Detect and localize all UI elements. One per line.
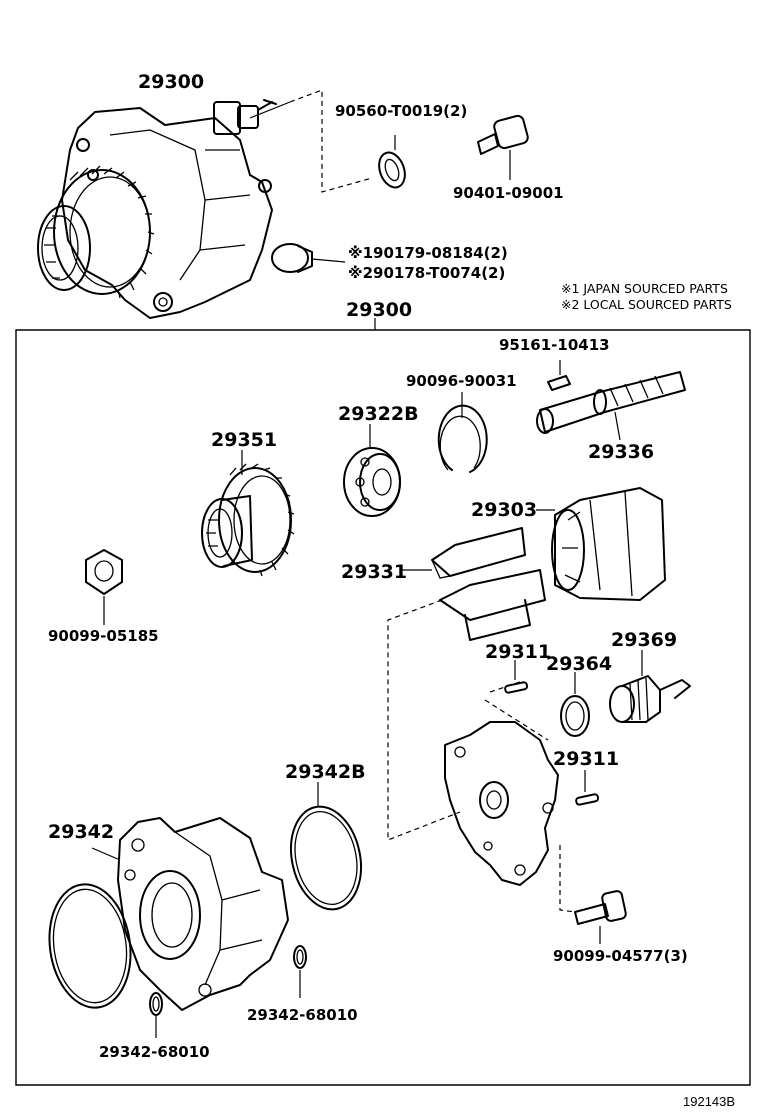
exploded-view-frame: [15, 329, 751, 1086]
o-ring-29342-68010-a-drawing: [293, 945, 307, 998]
label-29342-68010-b: 29342-68010: [99, 1043, 210, 1061]
label-90560: 90560-T0019(2): [335, 102, 467, 120]
label-29311-a: 29311: [485, 641, 551, 663]
pin-29311-b-drawing: [575, 770, 600, 806]
diagram-reference-number: 192143B: [683, 1094, 735, 1109]
key-95161-drawing: [547, 360, 571, 391]
note-local-sourced: ※2 LOCAL SOURCED PARTS: [561, 297, 732, 312]
label-29311-b: 29311: [553, 748, 619, 770]
o-ring-29364-drawing: [560, 672, 590, 737]
label-95161: 95161-10413: [499, 336, 610, 354]
snap-ring-90096-drawing: [437, 392, 488, 473]
label-29303: 29303: [471, 499, 537, 521]
vacuum-pump-assembly-drawing: [37, 99, 277, 319]
o-ring-29342-68010-b-drawing: [149, 992, 163, 1038]
plug-90179-drawing: [271, 243, 346, 273]
valve-29369-drawing: [609, 650, 691, 723]
label-90096: 90096-90031: [406, 372, 517, 390]
pin-29311-a-drawing: [504, 660, 529, 694]
label-assy-top: 29300: [138, 71, 204, 93]
pump-housing-drawing: [91, 817, 289, 1011]
label-90099-04577: 90099-04577(3): [553, 947, 688, 965]
rotor-29303-drawing: [536, 487, 666, 601]
label-29364: 29364: [546, 653, 612, 675]
shaft-29336-drawing: [536, 371, 686, 441]
label-90401: 90401-09001: [453, 184, 564, 202]
o-ring-29342b-drawing: [290, 782, 362, 911]
o-ring-29342-drawing: [48, 883, 132, 1009]
bearing-29322b-drawing: [343, 424, 401, 517]
label-90099-05185: 90099-05185: [48, 627, 159, 645]
label-90179: ※190179-08184(2): [348, 244, 508, 262]
label-29351: 29351: [211, 429, 277, 451]
bolt-90401-drawing: [477, 114, 529, 180]
label-29342: 29342: [48, 821, 114, 843]
end-cover-drawing: [444, 721, 559, 886]
label-29331: 29331: [341, 561, 407, 583]
bolt-90099-04577-drawing: [574, 890, 627, 944]
label-29342b: 29342B: [285, 761, 366, 783]
note-japan-sourced: ※1 JAPAN SOURCED PARTS: [561, 281, 728, 296]
washer-90560-drawing: [378, 135, 406, 189]
gear-29351-drawing: [201, 450, 295, 577]
label-assy-box: 29300: [346, 299, 412, 321]
label-29342-68010-a: 29342-68010: [247, 1006, 358, 1024]
vane-29331-drawing: [402, 527, 546, 641]
label-29322b: 29322B: [338, 403, 419, 425]
label-29369: 29369: [611, 629, 677, 651]
label-90178: ※290178-T0074(2): [348, 264, 505, 282]
nut-90099-05185-drawing: [85, 549, 123, 625]
label-29336: 29336: [588, 441, 654, 463]
